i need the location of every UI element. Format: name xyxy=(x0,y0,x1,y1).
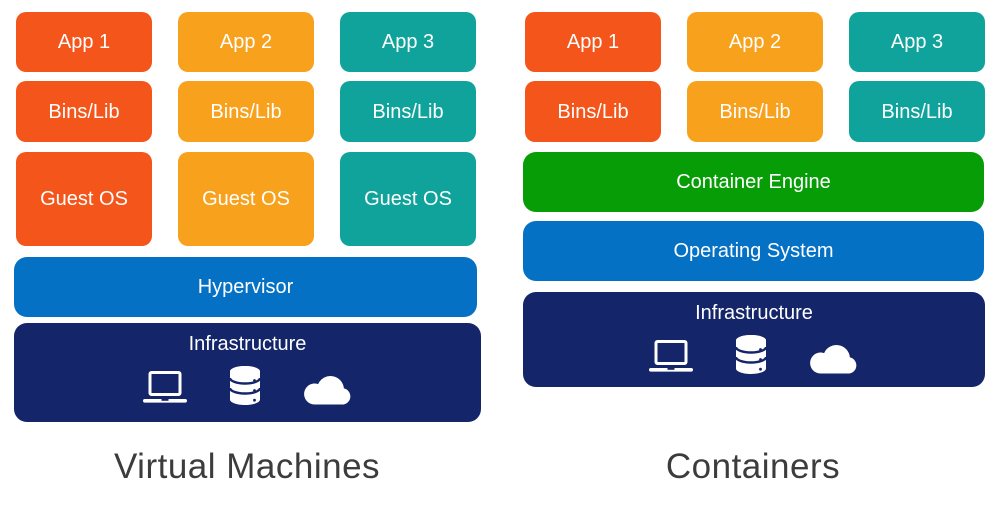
hypervisor-bar: Hypervisor xyxy=(14,257,477,317)
container-bins-lib-box-1: Bins/Lib xyxy=(525,81,661,142)
vm-guest-os-box-1: Guest OS xyxy=(16,152,152,246)
containers-infrastructure-bar: Infrastructure xyxy=(523,292,985,387)
vm-guest-os-label-1: Guest OS xyxy=(40,188,128,210)
container-bins-lib-box-2: Bins/Lib xyxy=(687,81,823,142)
vm-app-box-3: App 3 xyxy=(340,12,476,72)
vm-bins-lib-box-2: Bins/Lib xyxy=(178,81,314,142)
vm-guest-os-label-3: Guest OS xyxy=(364,188,452,210)
database-icon xyxy=(228,365,262,406)
vm-bins-lib-box-3: Bins/Lib xyxy=(340,81,476,142)
vm-app-label-1: App 1 xyxy=(57,31,111,53)
vm-infrastructure-bar: Infrastructure xyxy=(14,323,481,422)
containers-infrastructure-icons xyxy=(648,334,860,375)
vm-guest-os-label-2: Guest OS xyxy=(202,188,290,210)
container-bins-lib-label-1: Bins/Lib xyxy=(557,100,629,123)
containers-infrastructure-label: Infrastructure xyxy=(695,302,813,324)
container-app-label-1: App 1 xyxy=(566,31,620,53)
laptop-icon xyxy=(648,339,694,375)
container-app-label-2: App 2 xyxy=(728,31,782,53)
vm-infrastructure-label: Infrastructure xyxy=(188,333,307,355)
container-bins-lib-box-3: Bins/Lib xyxy=(849,81,985,142)
container-app-box-2: App 2 xyxy=(687,12,823,72)
laptop-icon xyxy=(142,370,188,406)
vm-app-label-2: App 2 xyxy=(219,31,273,53)
vm-bins-lib-label-1: Bins/Lib xyxy=(48,100,120,123)
vm-app-box-1: App 1 xyxy=(16,12,152,72)
container-bins-lib-label-2: Bins/Lib xyxy=(719,100,791,123)
container-app-label-3: App 3 xyxy=(890,31,944,53)
container-app-box-1: App 1 xyxy=(525,12,661,72)
vm-title: Virtual Machines xyxy=(113,447,381,486)
operating-system-label: Operating System xyxy=(673,239,834,262)
vm-bins-lib-box-1: Bins/Lib xyxy=(16,81,152,142)
operating-system-bar: Operating System xyxy=(523,221,984,281)
vm-bins-lib-label-3: Bins/Lib xyxy=(372,100,444,123)
container-app-box-3: App 3 xyxy=(849,12,985,72)
hypervisor-label: Hypervisor xyxy=(197,275,294,298)
container-engine-label: Container Engine xyxy=(676,170,831,193)
vm-bins-lib-label-2: Bins/Lib xyxy=(210,100,282,123)
vm-app-box-2: App 2 xyxy=(178,12,314,72)
cloud-icon xyxy=(302,372,354,406)
container-bins-lib-label-3: Bins/Lib xyxy=(881,100,953,123)
vm-guest-os-box-2: Guest OS xyxy=(178,152,314,246)
database-icon xyxy=(734,334,768,375)
cloud-icon xyxy=(808,341,860,375)
vm-guest-os-box-3: Guest OS xyxy=(340,152,476,246)
container-engine-bar: Container Engine xyxy=(523,152,984,212)
containers-title: Containers xyxy=(665,447,841,486)
vm-infrastructure-icons xyxy=(142,365,354,406)
vm-app-label-3: App 3 xyxy=(381,31,435,53)
